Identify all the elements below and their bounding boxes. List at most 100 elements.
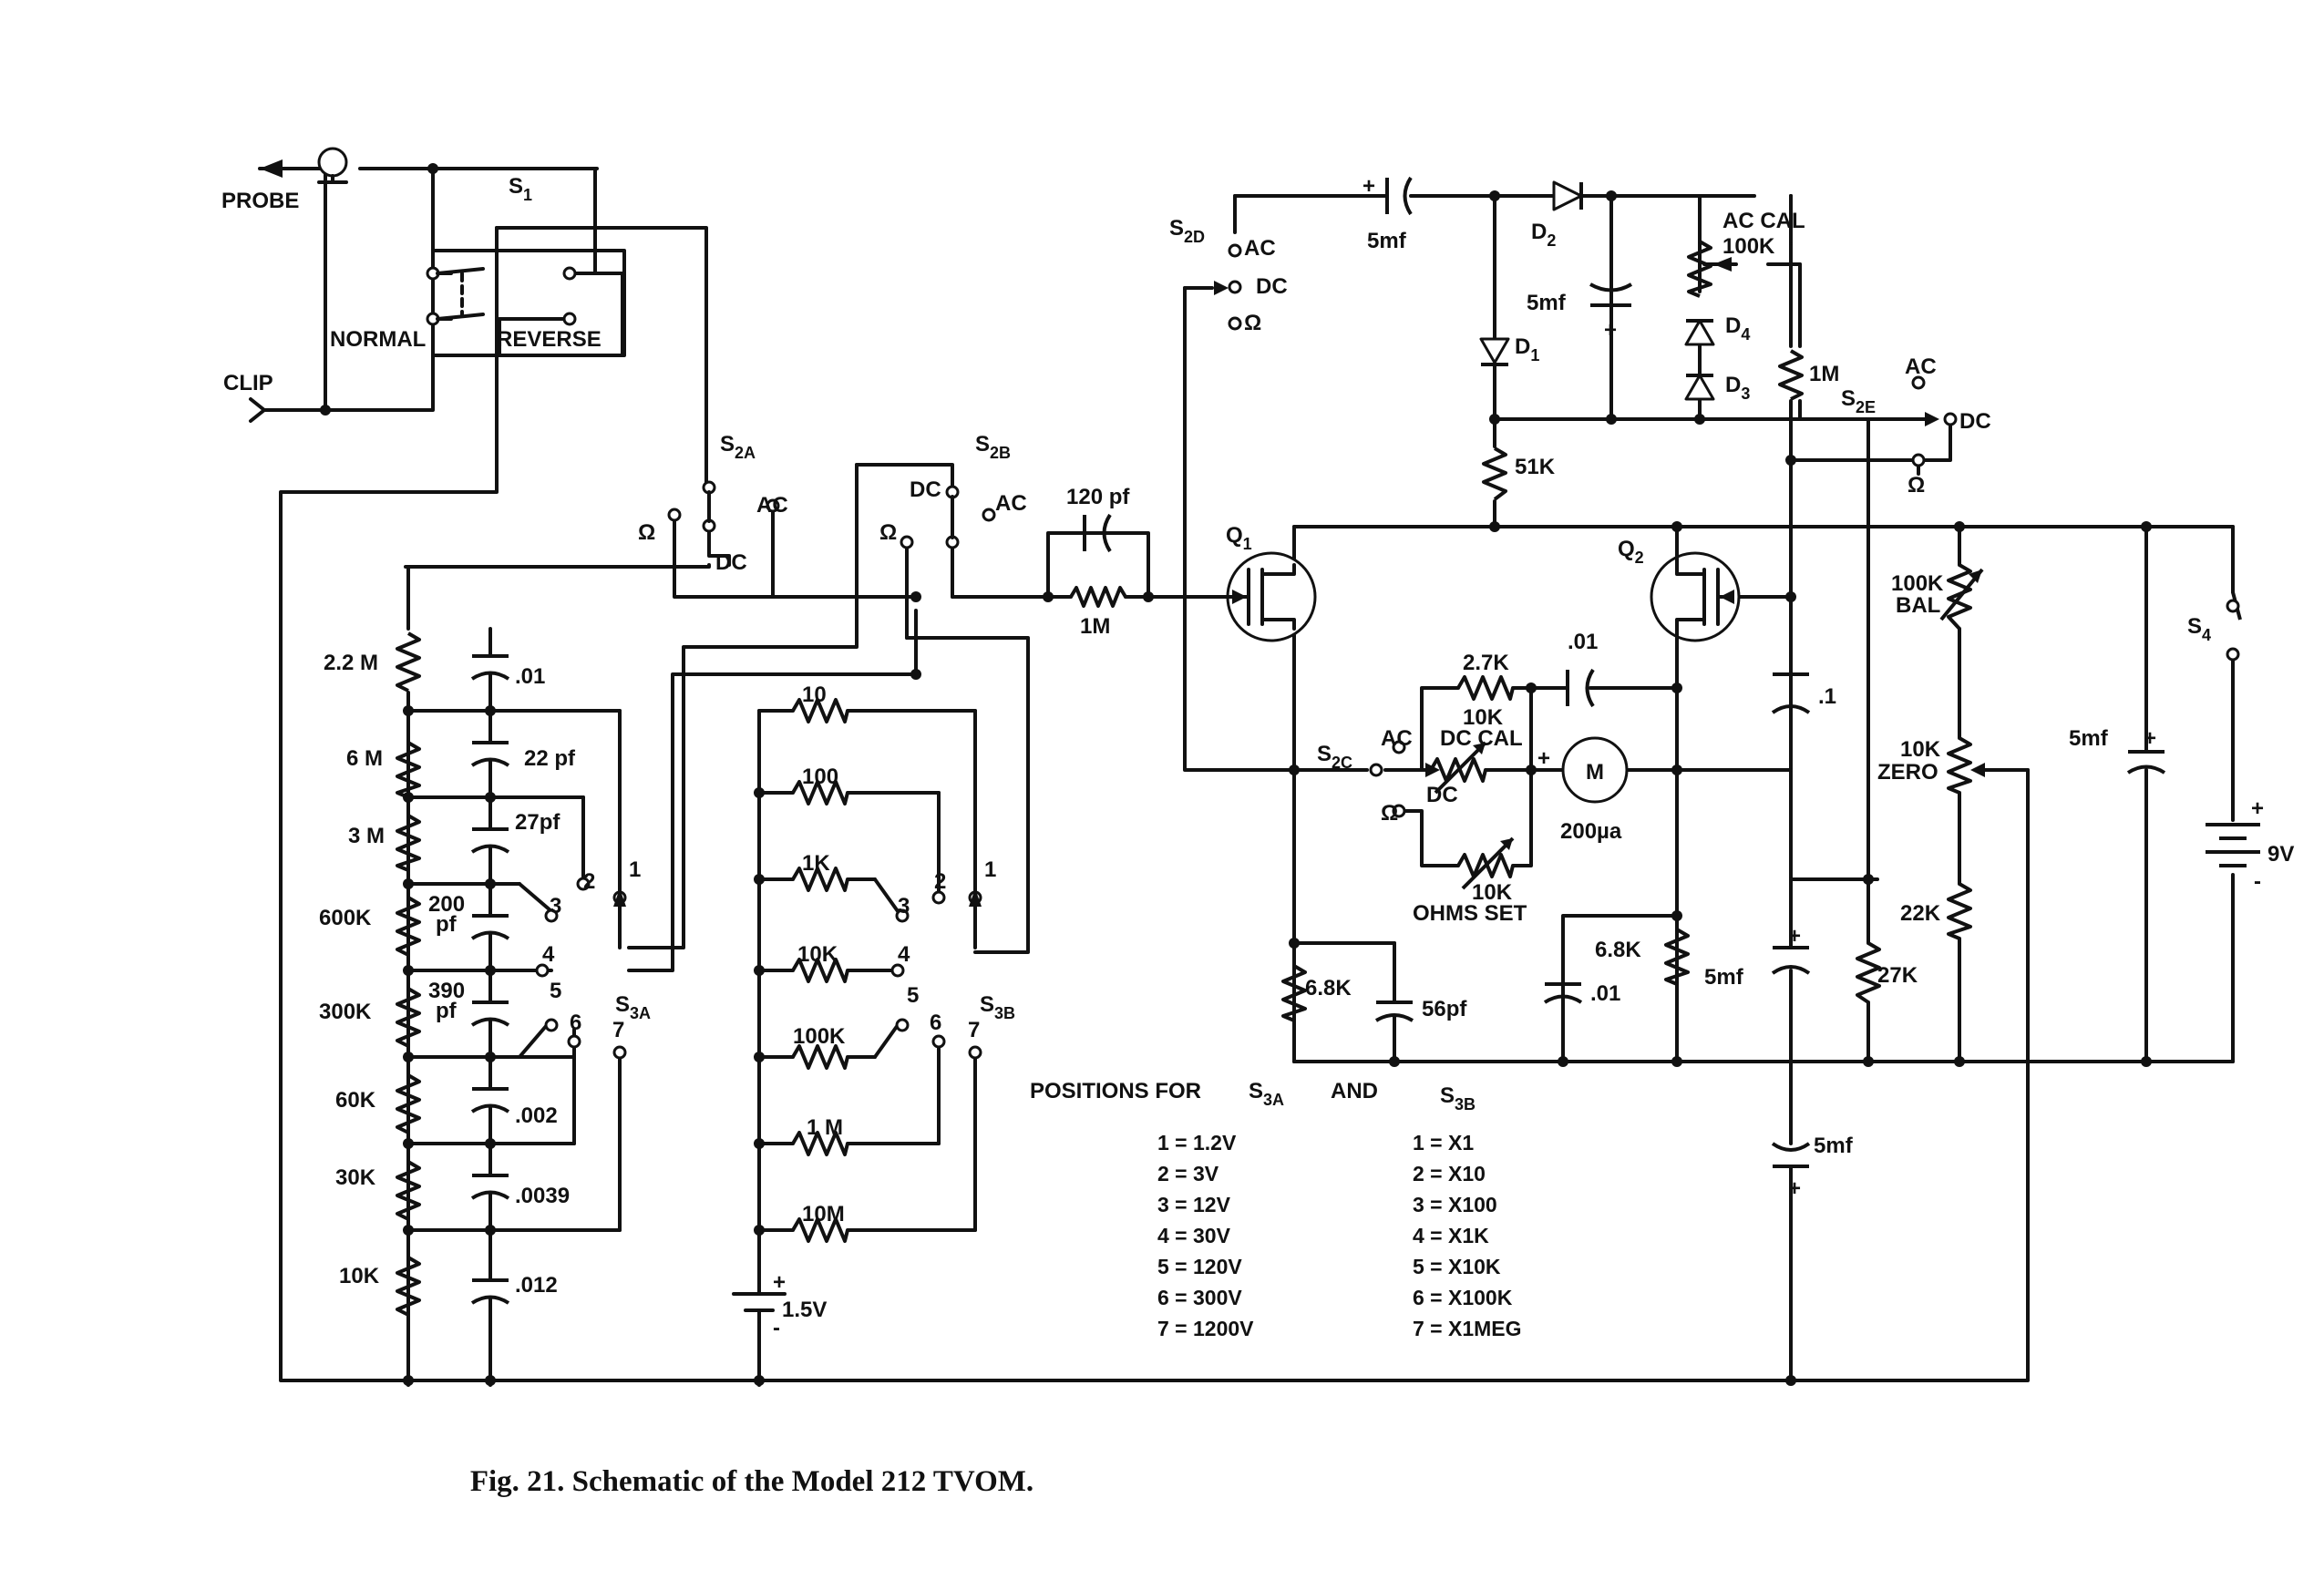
wires xyxy=(258,167,2235,1387)
s3a-label: S3A xyxy=(615,992,651,1022)
ohms-set-label: OHMS SET xyxy=(1413,901,1527,926)
cap-200: 200 xyxy=(428,892,465,917)
c-series-value: 5mf xyxy=(1367,229,1407,253)
q1-transistor xyxy=(1224,551,1317,642)
input-network xyxy=(1048,513,1148,608)
ohm-res-100k: 100K xyxy=(793,1024,846,1049)
res-2-7k: 2.7K xyxy=(1463,651,1509,675)
q2-label: Q2 xyxy=(1618,537,1644,567)
s2c-ohm: Ω xyxy=(1381,801,1398,826)
res-30k: 30K xyxy=(335,1165,376,1190)
s2d-ac: AC xyxy=(1244,236,1276,261)
s3a-range-1: 1 = 1.2V xyxy=(1157,1131,1237,1154)
schematic-labels: PROBE CLIP S1 NORMAL REVERSE S2A Ω AC DC… xyxy=(221,174,2294,1340)
s3a-range-7: 7 = 1200V xyxy=(1157,1317,1254,1340)
ohm-res-10m: 10M xyxy=(802,1202,845,1226)
s3b-pos-2: 2 xyxy=(934,869,946,894)
s3a-range-2: 2 = 3V xyxy=(1157,1162,1219,1185)
positions-and: AND xyxy=(1331,1079,1378,1103)
probe-terminal xyxy=(260,147,348,184)
ohms-resistors xyxy=(791,698,849,1243)
s3a-contacts xyxy=(535,877,627,1060)
battery-9v-plus: + xyxy=(2251,796,2264,821)
power-components xyxy=(1771,563,2260,1168)
d2-label: D2 xyxy=(1531,220,1556,250)
s2e-ac: AC xyxy=(1905,354,1937,379)
s3a-range-6: 6 = 300V xyxy=(1157,1286,1242,1309)
res-300k: 300K xyxy=(319,1000,372,1024)
battery-9v-value: 9V xyxy=(2267,842,2294,867)
cap-27pf: 27pf xyxy=(515,810,560,835)
positions-s3a: S3A xyxy=(1249,1079,1284,1109)
cap-5mf-a-plus: + xyxy=(1788,924,1801,949)
s3b-range-6: 6 = X100K xyxy=(1413,1286,1513,1309)
s2d-label: S2D xyxy=(1169,216,1205,246)
s3a-range-4: 4 = 30V xyxy=(1157,1224,1231,1247)
clip-label: CLIP xyxy=(223,371,273,395)
power-arrows xyxy=(1969,570,1985,777)
dc-cal-label: DC CAL xyxy=(1440,726,1523,751)
cap-002: .002 xyxy=(515,1103,558,1128)
zero-label: ZERO xyxy=(1877,760,1938,785)
s2d-contacts xyxy=(1214,243,1242,331)
meter xyxy=(1561,736,1629,804)
s3b-pos-7: 7 xyxy=(968,1018,980,1042)
res-51k: 51K xyxy=(1515,455,1556,479)
res-27k: 27K xyxy=(1877,963,1918,988)
figure-caption: Fig. 21. Schematic of the Model 212 TVOM… xyxy=(469,1465,1034,1498)
reverse-label: REVERSE xyxy=(497,327,602,352)
ohm-res-1k: 1K xyxy=(802,851,830,876)
s3a-pos-4: 4 xyxy=(542,942,555,967)
cap-5mf-b-plus: + xyxy=(1788,1176,1801,1201)
s2b-dc: DC xyxy=(910,477,941,502)
s3b-contacts xyxy=(890,888,982,1060)
s3a-pos-7: 7 xyxy=(612,1018,624,1042)
s3b-pos-4: 4 xyxy=(898,942,910,967)
res-6-8k-left: 6.8K xyxy=(1305,976,1352,1000)
s3b-range-4: 4 = X1K xyxy=(1413,1224,1489,1247)
s3b-range-1: 1 = X1 xyxy=(1413,1131,1474,1154)
d1-label: D1 xyxy=(1515,334,1539,364)
res-600k: 600K xyxy=(319,906,372,930)
s2a-ohm: Ω xyxy=(638,520,655,545)
meter-plus: + xyxy=(1537,746,1550,771)
cap-56pf: 56pf xyxy=(1422,997,1467,1021)
s3a-pos-6: 6 xyxy=(570,1011,581,1035)
ac-cal-label: AC CAL xyxy=(1722,209,1805,233)
s4-contacts xyxy=(2226,599,2240,662)
clip-terminal xyxy=(249,397,266,423)
c-filter-value: 5mf xyxy=(1527,291,1567,315)
meter-rating: 200µa xyxy=(1560,819,1622,844)
probe-label: PROBE xyxy=(221,189,299,213)
s3a-pos-2: 2 xyxy=(583,869,595,894)
s1-switch xyxy=(426,249,626,357)
s2b-ohm: Ω xyxy=(879,520,897,545)
s2a-ac: AC xyxy=(756,493,788,518)
battery-1-5v-minus: - xyxy=(773,1316,780,1340)
battery-1-5v-value: 1.5V xyxy=(782,1298,827,1322)
s3b-pos-6: 6 xyxy=(930,1011,941,1035)
ohm-res-10k: 10K xyxy=(797,942,838,967)
s2e-dc: DC xyxy=(1959,409,1991,434)
cap-5mf-a-value: 5mf xyxy=(1704,965,1744,990)
cap-0039: .0039 xyxy=(515,1184,570,1208)
ohm-res-1m: 1 M xyxy=(807,1115,843,1140)
cap-5mf-b-value: 5mf xyxy=(1814,1134,1854,1158)
c-filter-plus: + xyxy=(1604,318,1617,343)
positions-table: POSITIONS FOR S3A AND S3B 1 = 1.2V 2 = 3… xyxy=(1030,1079,1522,1340)
s3b-range-5: 5 = X10K xyxy=(1413,1255,1501,1278)
cap-01-bottom: .01 xyxy=(1590,981,1620,1006)
cap-390-pf: pf xyxy=(436,999,458,1023)
res-10k: 10K xyxy=(339,1264,380,1288)
s3a-pos-3: 3 xyxy=(550,894,561,918)
s2d-dc: DC xyxy=(1256,274,1288,299)
s3b-pos-5: 5 xyxy=(907,983,919,1008)
s2c-dc: DC xyxy=(1426,783,1458,807)
arrows-variable xyxy=(1425,743,1513,850)
cap-01-top: .01 xyxy=(1568,630,1598,654)
res-1m-input: 1M xyxy=(1080,614,1110,639)
ac-cal-value: 100K xyxy=(1722,234,1775,259)
junction-dots xyxy=(320,163,2152,1386)
ohm-res-100: 100 xyxy=(802,764,838,789)
